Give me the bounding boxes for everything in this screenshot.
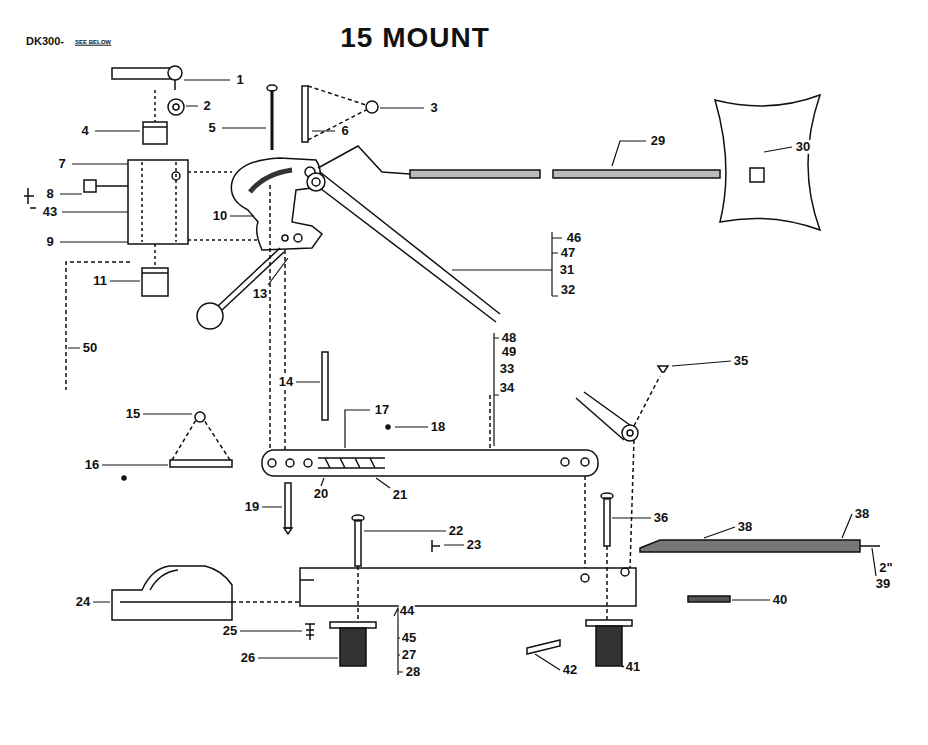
callout-number: 21 — [392, 488, 408, 502]
callout-number: 14 — [278, 375, 294, 389]
callout-number: 48 — [501, 331, 517, 345]
callout-number: 24 — [75, 595, 91, 609]
callout-number: DK300- — [25, 35, 65, 47]
callout-number: 38 — [737, 520, 753, 534]
callout-number: 19 — [244, 500, 260, 514]
callout-number: 29 — [650, 134, 666, 148]
callout-number: 15 — [125, 407, 141, 421]
callout-number: 45 — [401, 631, 417, 645]
callout-number: 39 — [875, 577, 891, 591]
callout-number: 46 — [566, 231, 582, 245]
callout-number: 2 — [202, 99, 211, 113]
callout-number: 10 — [212, 209, 228, 223]
callout-number: 5 — [207, 121, 216, 135]
callout-number: 3 — [429, 101, 438, 115]
callout-number: 49 — [501, 345, 517, 359]
callout-number: 7 — [57, 157, 66, 171]
callout-number: 18 — [430, 420, 446, 434]
callout-number: 16 — [84, 458, 100, 472]
callout-number: 30 — [795, 140, 811, 154]
callout-number: 22 — [448, 524, 464, 538]
callout-number: 2" — [878, 561, 893, 575]
diagram-title: 15 MOUNT — [340, 22, 490, 54]
callout-number: 4 — [80, 124, 89, 138]
callout-number: 20 — [313, 487, 329, 501]
callout-number: 11 — [92, 274, 108, 288]
callout-number: 35 — [733, 354, 749, 368]
callout-number: 25 — [222, 624, 238, 638]
callout-number: 36 — [653, 511, 669, 525]
callout-number: 8 — [45, 187, 54, 201]
callout-number: 50 — [82, 341, 98, 355]
callout-number: SEE BELOW — [74, 39, 112, 46]
callout-number: 42 — [562, 663, 578, 677]
callout-number: 47 — [560, 246, 576, 260]
callout-number: 26 — [240, 651, 256, 665]
callout-number: 33 — [499, 362, 515, 376]
callout-number: 41 — [625, 660, 641, 674]
callout-number: 32 — [560, 283, 576, 297]
callout-number: 27 — [401, 648, 417, 662]
callout-number: 34 — [499, 381, 515, 395]
callout-number: 17 — [374, 403, 390, 417]
callout-number: 23 — [466, 538, 482, 552]
callout-number: 13 — [252, 287, 268, 301]
callout-number: 9 — [45, 235, 54, 249]
callout-number: 43 — [42, 205, 58, 219]
callout-number: 28 — [405, 665, 421, 679]
callout-number: 44 — [399, 604, 415, 618]
callout-number: 6 — [340, 124, 349, 138]
callout-number: 1 — [235, 73, 244, 87]
callout-number: 31 — [559, 263, 575, 277]
callout-number: 38 — [854, 507, 870, 521]
callout-number: 40 — [772, 593, 788, 607]
